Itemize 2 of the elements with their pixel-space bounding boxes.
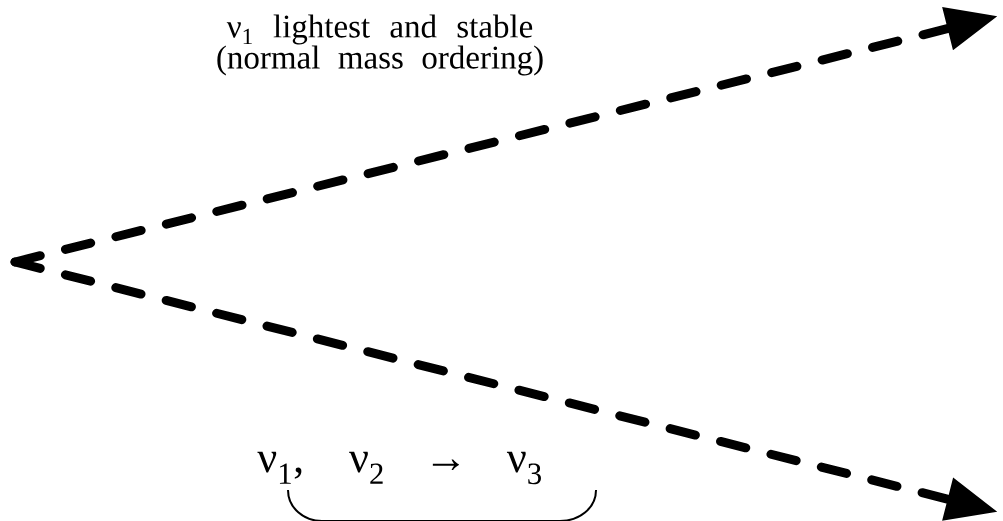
caption-text: ν$_{1}$ lightest and stable (normal mass ordering) — [217, 14, 543, 76]
formula-label: ν$_{1}$, ν$_{2}$ → ν$_{3}$ — [257, 451, 541, 485]
